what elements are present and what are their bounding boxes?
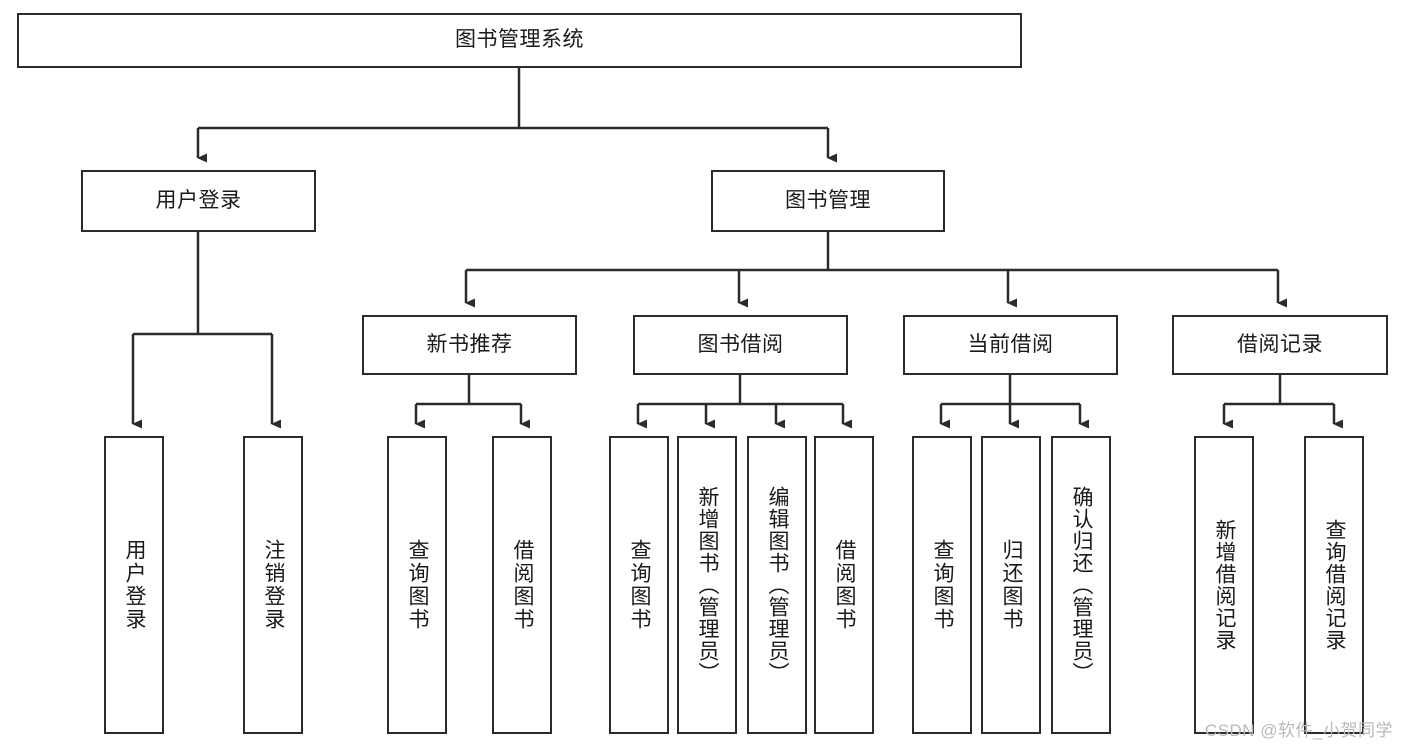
node-leaf-query-record-label: 查询借阅记录	[1323, 519, 1347, 651]
node-leaf-add-record-label: 新增借阅记录	[1213, 519, 1237, 651]
node-root-label: 图书管理系统	[455, 28, 584, 52]
node-book-management-label: 图书管理	[785, 188, 871, 212]
node-leaf-borrow-book-2-label: 借阅图书	[833, 539, 857, 631]
node-leaf-query-book-1[interactable]: 查询图书	[387, 436, 447, 734]
node-leaf-query-book-3-label: 查询图书	[931, 539, 955, 631]
node-user-login[interactable]: 用户登录	[81, 170, 316, 232]
node-current-borrow[interactable]: 当前借阅	[903, 315, 1118, 375]
node-leaf-confirm-return[interactable]: 确认归还（管理员）	[1051, 436, 1111, 734]
node-leaf-borrow-book-2[interactable]: 借阅图书	[814, 436, 874, 734]
node-leaf-user-login[interactable]: 用户登录	[104, 436, 164, 734]
node-leaf-query-book-3[interactable]: 查询图书	[912, 436, 972, 734]
node-borrow-records[interactable]: 借阅记录	[1172, 315, 1388, 375]
node-leaf-return-book[interactable]: 归还图书	[981, 436, 1041, 734]
node-leaf-user-logout[interactable]: 注销登录	[243, 436, 303, 734]
node-leaf-add-book[interactable]: 新增图书（管理员）	[677, 436, 737, 734]
node-user-login-label: 用户登录	[155, 188, 242, 212]
node-leaf-user-logout-label: 注销登录	[262, 539, 286, 631]
node-leaf-query-book-1-label: 查询图书	[406, 539, 430, 631]
node-borrow-records-label: 借阅记录	[1237, 332, 1323, 356]
node-leaf-query-record[interactable]: 查询借阅记录	[1304, 436, 1364, 734]
node-book-management[interactable]: 图书管理	[711, 170, 945, 232]
node-leaf-edit-book[interactable]: 编辑图书（管理员）	[747, 436, 807, 734]
node-root[interactable]: 图书管理系统	[17, 13, 1022, 68]
node-leaf-add-record[interactable]: 新增借阅记录	[1194, 436, 1254, 734]
node-current-borrow-label: 当前借阅	[967, 332, 1054, 356]
node-book-borrow[interactable]: 图书借阅	[633, 315, 848, 375]
node-leaf-query-book-2-label: 查询图书	[628, 539, 652, 631]
node-leaf-user-login-label: 用户登录	[123, 539, 147, 631]
node-leaf-return-book-label: 归还图书	[1000, 539, 1024, 631]
watermark-text: CSDN @软件_小贺同学	[1204, 721, 1393, 740]
node-leaf-confirm-return-label: 确认归还（管理员）	[1070, 486, 1094, 684]
node-book-borrow-label: 图书借阅	[697, 332, 784, 356]
node-new-book-recommend[interactable]: 新书推荐	[362, 315, 577, 375]
node-leaf-query-book-2[interactable]: 查询图书	[609, 436, 669, 734]
node-new-book-recommend-label: 新书推荐	[426, 332, 513, 356]
node-leaf-edit-book-label: 编辑图书（管理员）	[766, 486, 790, 684]
node-leaf-borrow-book-1-label: 借阅图书	[511, 539, 535, 631]
node-leaf-add-book-label: 新增图书（管理员）	[696, 486, 720, 684]
node-leaf-borrow-book-1[interactable]: 借阅图书	[492, 436, 552, 734]
